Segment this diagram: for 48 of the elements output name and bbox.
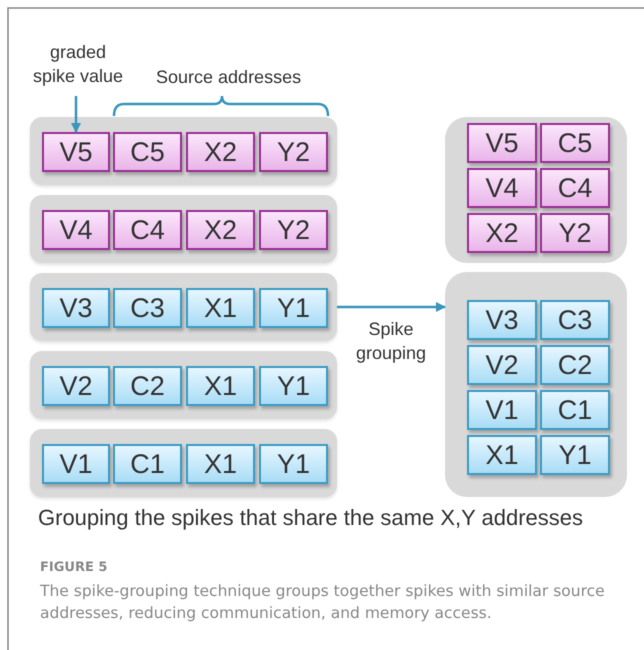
arrow: [337, 302, 446, 312]
spike-tile: C5: [113, 132, 182, 172]
spike-tile: C2: [540, 345, 610, 385]
spike-row-band: [30, 351, 337, 419]
spike-row-band: [30, 273, 337, 341]
spike-tile: V3: [467, 300, 537, 340]
spike-tile: X1: [186, 366, 255, 406]
spike-tile: X1: [186, 288, 255, 328]
spike-tile: X1: [186, 444, 255, 484]
spike-tile: V4: [467, 168, 537, 208]
spike-value-tile: V2: [42, 366, 110, 406]
spike-tile: Y1: [259, 444, 328, 484]
spike-tile: Y1: [540, 435, 610, 475]
spike-value-tile: V1: [42, 444, 110, 484]
spike-tile: Y1: [259, 288, 328, 328]
spike-value-tile: V3: [42, 288, 110, 328]
spike-row-band: [30, 195, 337, 263]
spike-tile: X2: [467, 213, 537, 253]
spike-tile: C2: [113, 366, 182, 406]
spike-tile: V2: [467, 345, 537, 385]
annotation-text: graded spike value: [28, 38, 128, 90]
spike-row-band: [30, 117, 337, 185]
spike-tile: C1: [540, 390, 610, 430]
diagram-title: Grouping the spikes that share the same X,Y addresses: [38, 505, 584, 531]
spike-tile: Y2: [259, 132, 328, 172]
spike-tile: Y2: [540, 213, 610, 253]
spike-tile: X1: [467, 435, 537, 475]
spike-value-tile: V4: [42, 210, 110, 250]
spike-tile: V5: [467, 123, 537, 163]
group-panel: [445, 272, 627, 497]
group-panel: [445, 117, 627, 263]
spike-row-band: [30, 429, 337, 497]
spike-tile: V1: [467, 390, 537, 430]
spike-tile: X2: [186, 132, 255, 172]
spike-tile: Y2: [259, 210, 328, 250]
annotation-text: Source addresses: [156, 67, 302, 88]
figure-number: FIGURE 5: [40, 560, 108, 575]
spike-tile: X2: [186, 210, 255, 250]
spike-tile: Y1: [259, 366, 328, 406]
figure-caption: The spike-grouping technique groups together spikes with similar source addresses, reducing communication, and memory access.: [40, 581, 606, 624]
spike-tile: C1: [113, 444, 182, 484]
spike-tile: C3: [113, 288, 182, 328]
spike-tile: C4: [540, 168, 610, 208]
spike-value-tile: V5: [42, 132, 110, 172]
spike-tile: C4: [113, 210, 182, 250]
arrow: [71, 96, 81, 133]
spike-tile: C3: [540, 300, 610, 340]
spike-tile: C5: [540, 123, 610, 163]
